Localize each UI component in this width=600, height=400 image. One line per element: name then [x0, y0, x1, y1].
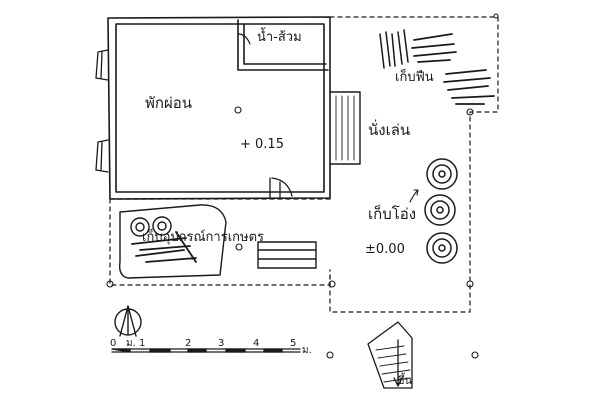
scale-tick-1: ม. 1 [126, 338, 146, 349]
scale-bar [111, 348, 301, 353]
label-jar-storage: เก็บโอ่ง [368, 205, 417, 223]
jar-arrow [409, 189, 419, 203]
label-bathroom: น้ำ-ส้วม [257, 30, 302, 45]
storage-shed [118, 204, 227, 279]
bottom-door [269, 177, 293, 199]
firewood-stacks [379, 29, 495, 105]
label-sitting: นั่งเล่น [368, 121, 411, 139]
stair-label: ขึ้น [397, 374, 413, 387]
level-upper: + 0.15 [240, 137, 284, 152]
terrace-platform [329, 91, 361, 165]
scale-unit: ม. [302, 345, 312, 356]
north-arrow [114, 305, 142, 337]
columns [106, 13, 499, 359]
scale-tick-3: 3 [218, 338, 225, 349]
left-doors [95, 49, 109, 173]
scale-tick-2: 2 [185, 338, 192, 349]
scale-tick-4: 4 [253, 338, 260, 349]
front-steps [257, 241, 317, 269]
label-farm-tools: เก็บอุปกรณ์การเกษตร [142, 230, 265, 245]
stair [367, 321, 413, 389]
water-jars [424, 158, 458, 264]
scale-tick-5: 5 [290, 338, 297, 349]
label-firewood: เก็บฟืน [395, 70, 434, 85]
label-rest: พักผ่อน [145, 94, 193, 112]
house-walls [107, 16, 331, 200]
level-ground: ±0.00 [365, 242, 405, 257]
scale-tick-0: 0 [110, 338, 117, 349]
bathroom-walls [237, 19, 329, 71]
